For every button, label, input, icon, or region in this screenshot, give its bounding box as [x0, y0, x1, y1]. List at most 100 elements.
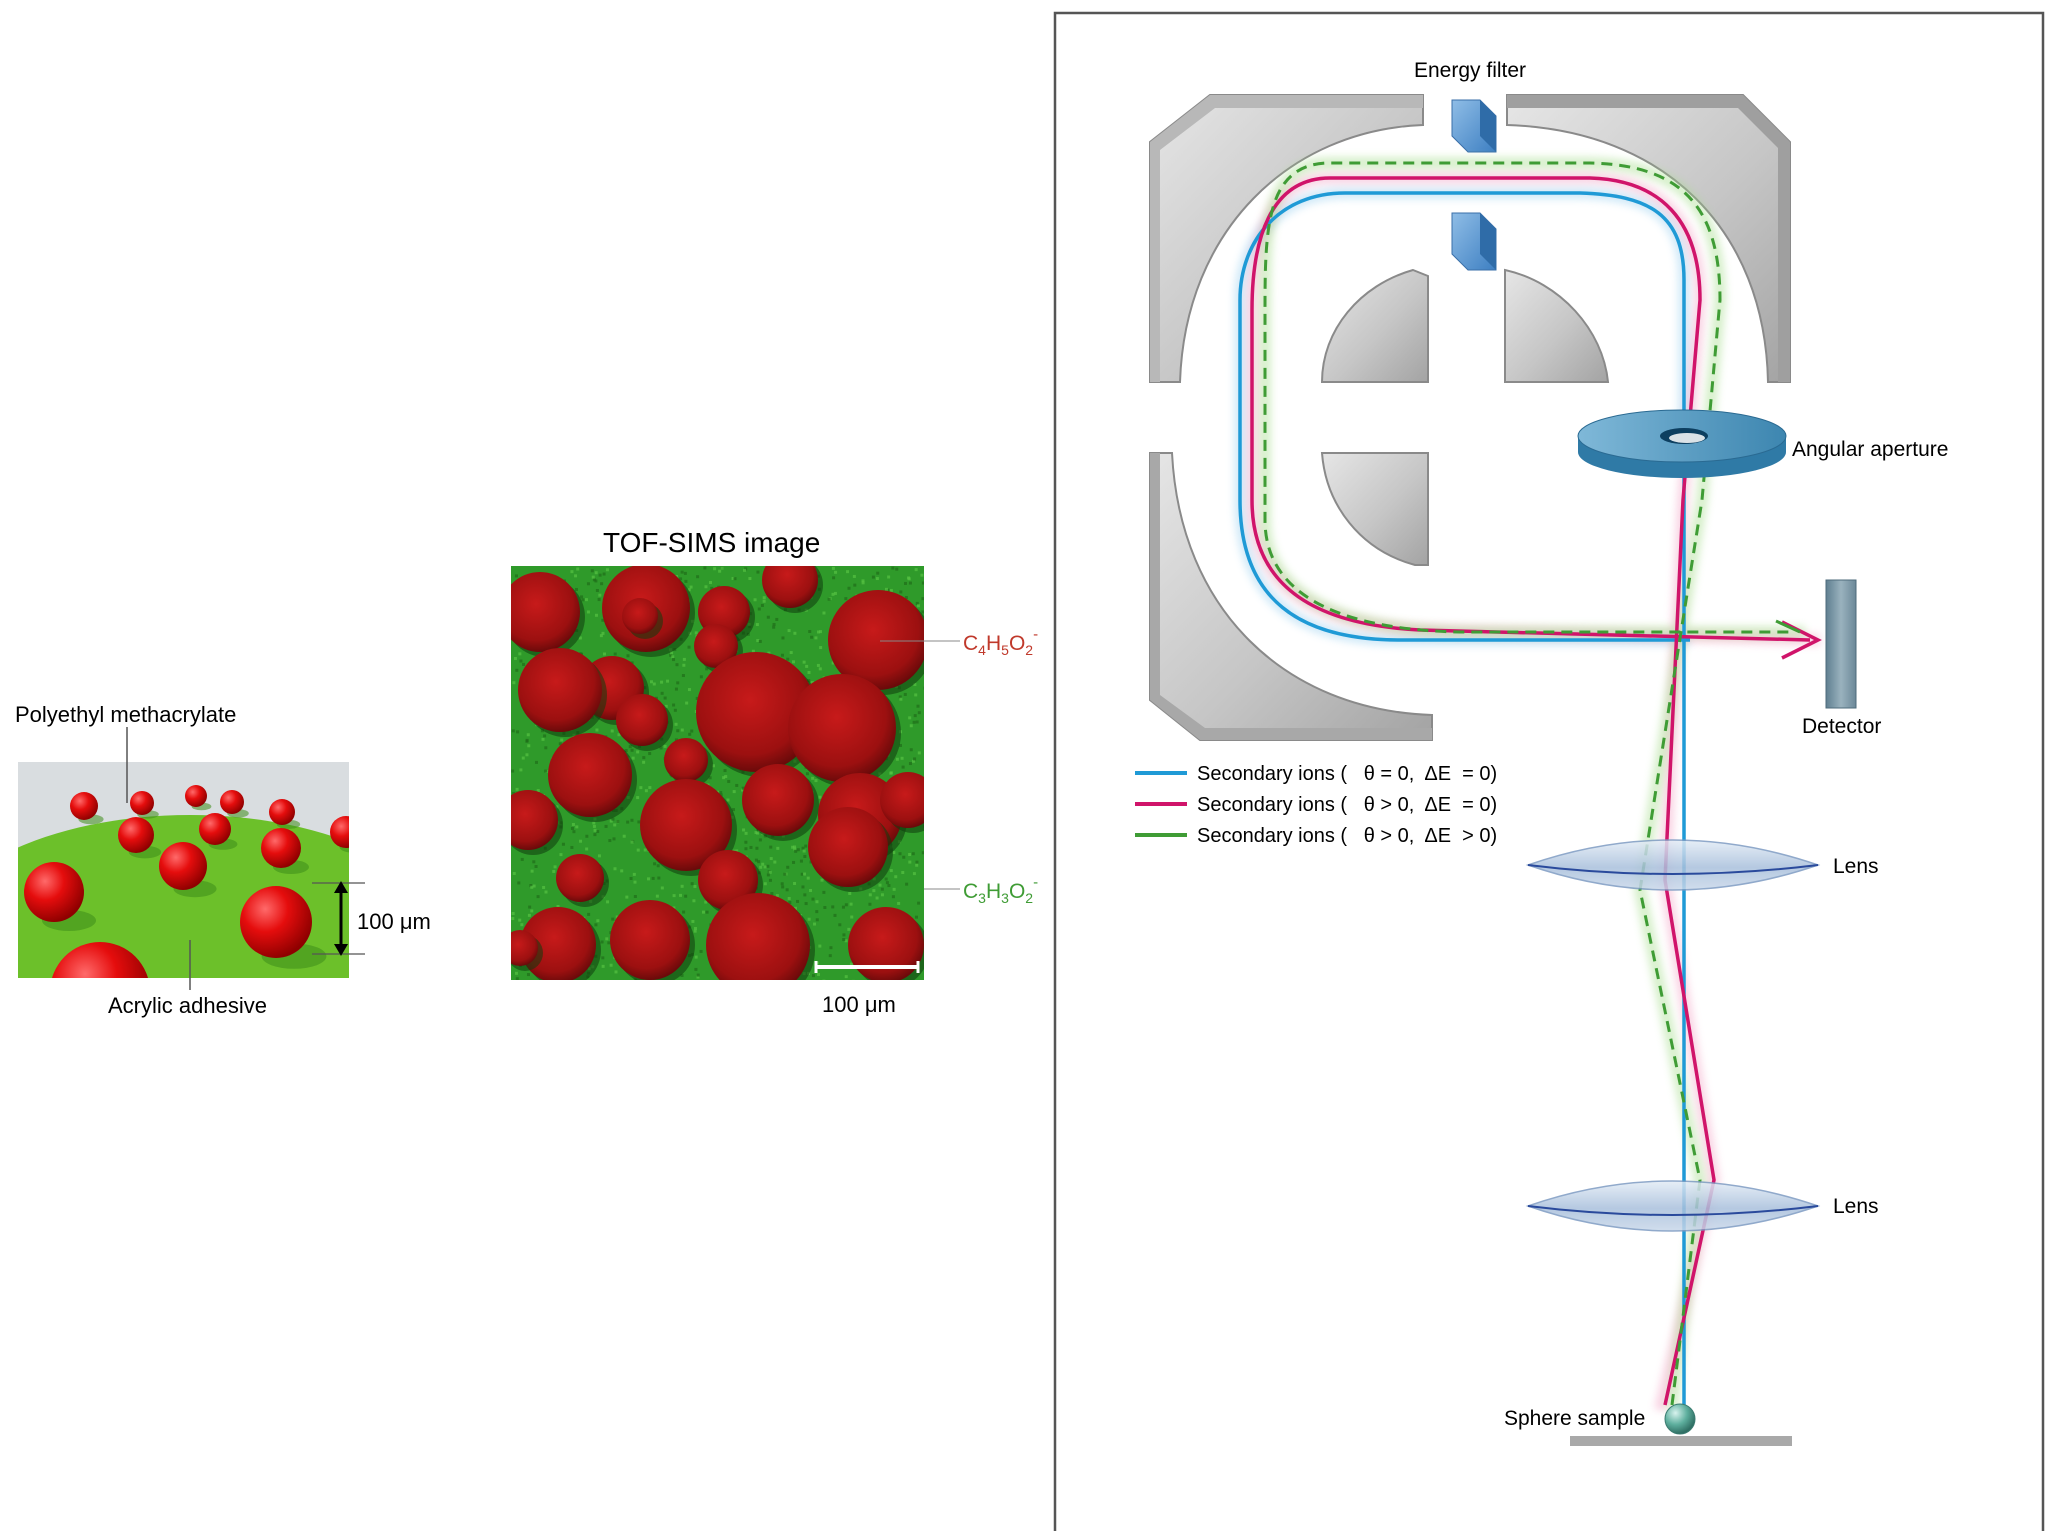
- noise-speck: [917, 751, 921, 755]
- noise-speck: [598, 593, 602, 597]
- noise-speck: [908, 853, 912, 857]
- noise-speck: [885, 881, 889, 885]
- noise-speck: [844, 597, 848, 601]
- noise-speck: [570, 826, 574, 830]
- noise-speck: [898, 695, 902, 699]
- noise-speck: [787, 896, 791, 900]
- noise-speck: [595, 728, 599, 732]
- noise-speck: [596, 919, 600, 923]
- noise-speck: [512, 871, 516, 875]
- noise-speck: [615, 915, 619, 919]
- green-arrow-tip: [1775, 619, 1801, 634]
- noise-speck: [610, 729, 614, 733]
- red-domain: [694, 624, 738, 668]
- noise-speck: [794, 849, 798, 853]
- noise-speck: [694, 631, 698, 635]
- noise-speck: [829, 946, 833, 950]
- noise-speck: [921, 597, 924, 601]
- noise-speck: [719, 793, 723, 797]
- noise-speck: [766, 864, 770, 868]
- noise-speck: [844, 975, 848, 979]
- noise-speck: [817, 630, 821, 634]
- noise-speck: [917, 901, 921, 905]
- noise-speck: [818, 630, 822, 634]
- noise-speck: [775, 617, 779, 621]
- noise-speck: [892, 887, 896, 891]
- noise-speck: [809, 888, 813, 892]
- noise-speck: [753, 598, 757, 602]
- noise-speck: [626, 820, 630, 824]
- noise-speck: [680, 570, 684, 574]
- noise-speck: [744, 840, 748, 844]
- noise-speck: [670, 651, 674, 655]
- noise-speck: [575, 825, 579, 829]
- noise-speck: [630, 840, 634, 844]
- noise-speck: [599, 634, 603, 638]
- noise-speck: [708, 776, 712, 780]
- noise-speck: [760, 603, 764, 607]
- noise-speck: [755, 846, 759, 850]
- noise-speck: [807, 670, 811, 674]
- pmma-particle: [52, 942, 148, 978]
- noise-speck: [868, 902, 872, 906]
- noise-speck: [530, 885, 534, 889]
- noise-speck: [911, 852, 915, 856]
- outer-sector-bottom-left: [1149, 452, 1433, 741]
- noise-speck: [920, 573, 924, 577]
- pmma-particle: [118, 817, 154, 853]
- noise-speck: [892, 851, 896, 855]
- red-domain: [548, 733, 632, 817]
- noise-speck: [741, 786, 745, 790]
- noise-speck: [761, 862, 765, 866]
- ion-trajectories: [1234, 157, 1822, 1412]
- noise-speck: [740, 788, 744, 792]
- noise-speck: [593, 833, 597, 837]
- noise-speck: [521, 756, 525, 760]
- noise-speck: [680, 884, 684, 888]
- noise-speck: [544, 746, 548, 750]
- noise-speck: [558, 742, 562, 746]
- noise-speck: [861, 581, 865, 585]
- noise-speck: [756, 570, 760, 574]
- noise-speck: [791, 845, 795, 849]
- noise-speck: [921, 581, 924, 585]
- noise-speck: [898, 852, 902, 856]
- noise-speck: [613, 652, 617, 656]
- noise-speck: [762, 599, 766, 603]
- noise-speck: [793, 631, 797, 635]
- label-sphere-sample: Sphere sample: [1504, 1407, 1645, 1430]
- noise-speck: [693, 927, 697, 931]
- noise-speck: [529, 884, 533, 888]
- noise-speck: [723, 769, 727, 773]
- noise-speck: [705, 667, 709, 671]
- noise-speck: [592, 821, 596, 825]
- noise-speck: [806, 876, 810, 880]
- noise-speck: [800, 872, 804, 876]
- noise-speck: [880, 893, 884, 897]
- noise-speck: [899, 590, 903, 594]
- noise-speck: [520, 923, 524, 927]
- noise-speck: [831, 905, 835, 909]
- noise-speck: [699, 675, 703, 679]
- noise-speck: [755, 623, 759, 627]
- noise-speck: [679, 577, 683, 581]
- noise-speck: [540, 729, 544, 733]
- noise-speck: [674, 722, 678, 726]
- noise-speck: [586, 582, 590, 586]
- noise-speck: [913, 682, 917, 686]
- noise-speck: [763, 865, 767, 869]
- noise-speck: [793, 847, 797, 851]
- noise-speck: [793, 881, 797, 885]
- noise-speck: [571, 822, 575, 826]
- noise-speck: [682, 657, 686, 661]
- noise-speck: [612, 837, 616, 841]
- noise-speck: [681, 674, 685, 678]
- noise-speck: [880, 887, 884, 891]
- noise-speck: [775, 894, 779, 898]
- noise-speck: [514, 574, 518, 578]
- noise-speck: [544, 769, 548, 773]
- noise-speck: [811, 897, 815, 901]
- noise-speck: [846, 570, 850, 574]
- noise-speck: [517, 881, 521, 885]
- noise-speck: [692, 899, 696, 903]
